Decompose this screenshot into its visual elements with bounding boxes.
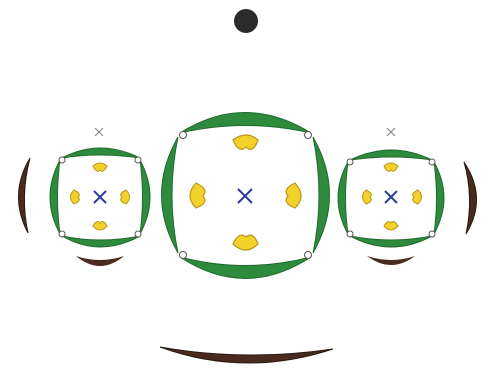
- center-cross-icon: [385, 191, 397, 203]
- sepal-top: [180, 113, 311, 134]
- stamen-right: [121, 190, 130, 204]
- stamen-right: [286, 183, 301, 208]
- sepal-right: [140, 160, 150, 234]
- sepal-bottom: [350, 236, 432, 247]
- bracteole-right-bottom-icon: [367, 256, 415, 265]
- axis-dot-icon: [234, 9, 258, 33]
- sepal-left: [338, 162, 348, 234]
- bract-icon: [160, 347, 333, 363]
- stamen-bottom: [93, 222, 107, 230]
- stamen-left: [190, 183, 205, 208]
- central-flower: [162, 113, 330, 279]
- sepal-left: [50, 160, 60, 234]
- sepal-top: [350, 150, 432, 160]
- stamen-top: [93, 163, 107, 171]
- bracteole-left-icon: [18, 158, 30, 233]
- sepal-right: [434, 162, 444, 234]
- sepal-left: [162, 137, 179, 253]
- center-cross-icon: [238, 189, 252, 203]
- stamen-right: [413, 190, 422, 204]
- stamen-bottom: [233, 235, 258, 250]
- sepal-top: [62, 148, 140, 158]
- top-cross-icon: [95, 128, 103, 136]
- bracteole-left-bottom-icon: [76, 256, 124, 266]
- stamen-left: [363, 190, 372, 204]
- lateral-flower-left: [50, 128, 150, 247]
- sepal-bottom: [180, 257, 311, 279]
- top-cross-icon: [387, 128, 395, 136]
- stamen-bottom: [384, 222, 398, 230]
- sepal-bottom: [62, 236, 140, 247]
- bracteole-right-icon: [464, 162, 477, 234]
- stamen-left: [71, 190, 80, 204]
- lateral-flower-right: [338, 128, 444, 247]
- stamen-top: [384, 163, 398, 171]
- sepal-right: [313, 137, 330, 253]
- stamen-top: [233, 135, 258, 149]
- center-cross-icon: [94, 191, 106, 203]
